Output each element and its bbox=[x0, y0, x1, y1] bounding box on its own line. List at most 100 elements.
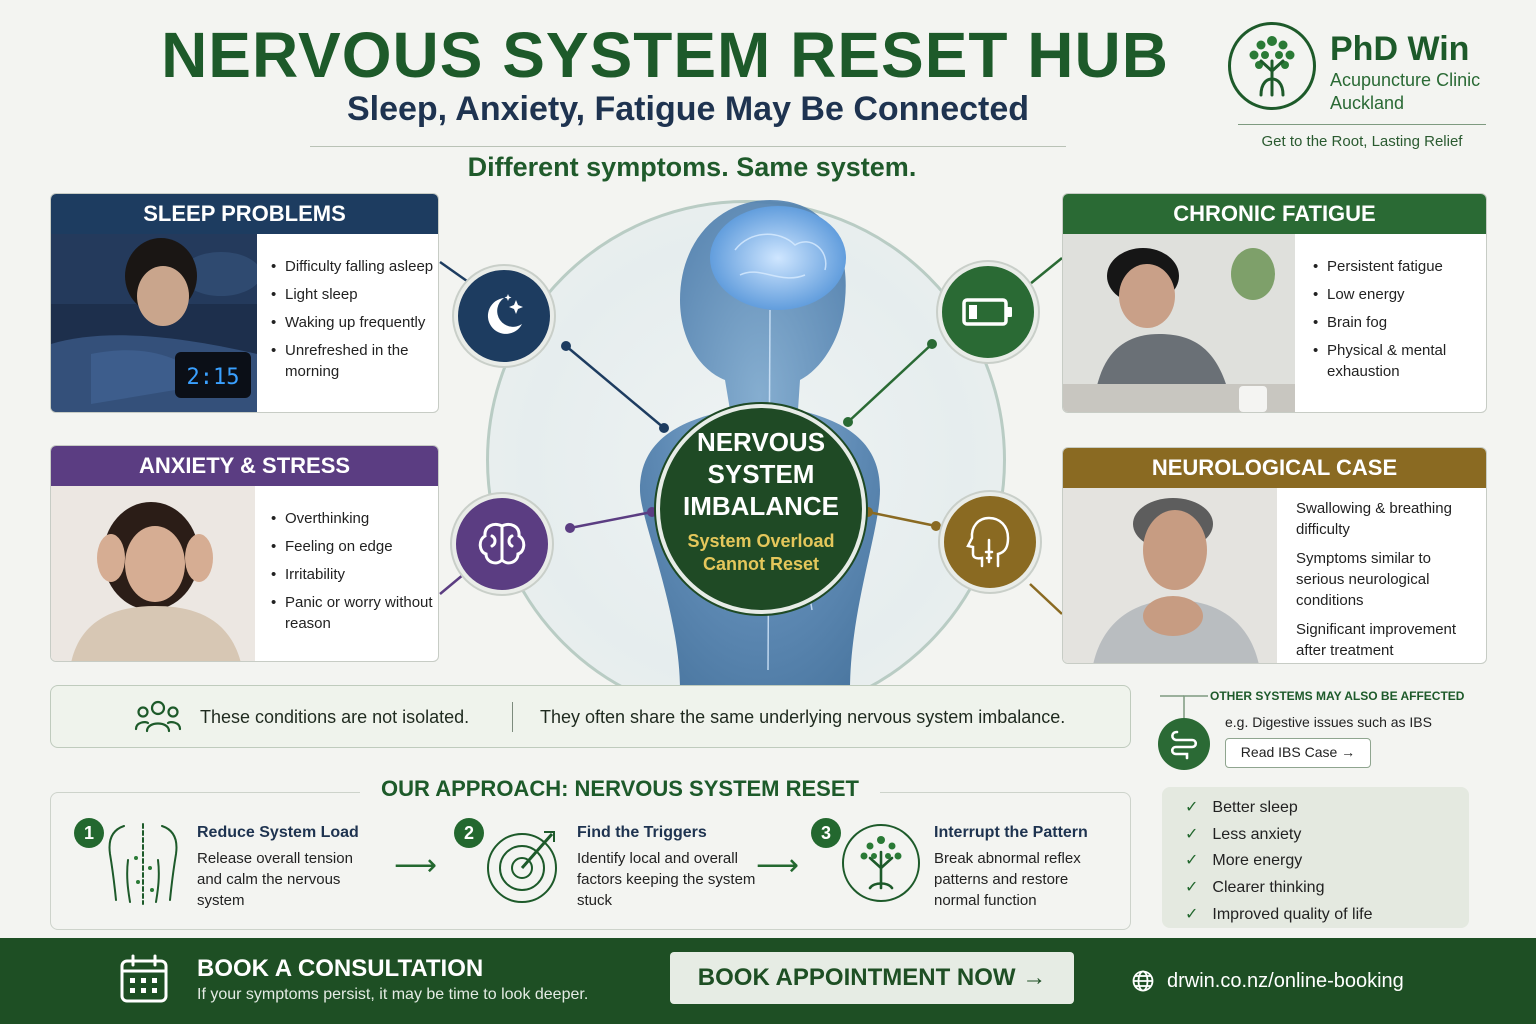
chronic-fatigue-card[interactable]: CHRONIC FATIGUE Persistent fatigue Low e… bbox=[1062, 193, 1487, 413]
clinic-logo[interactable] bbox=[1228, 22, 1316, 110]
fatigue-symptom-list: Persistent fatigue Low energy Brain fog … bbox=[1313, 256, 1483, 389]
stressed-woman-photo bbox=[51, 486, 255, 661]
moon-stars-icon bbox=[487, 294, 523, 334]
hub-subtitle-line: Cannot Reset bbox=[702, 554, 819, 574]
nervous-system-hub: NERVOUS SYSTEM IMBALANCE System Overload… bbox=[656, 404, 866, 614]
hub-title: NERVOUS SYSTEM IMBALANCE bbox=[660, 426, 862, 522]
neuro-node bbox=[940, 492, 1040, 592]
list-item: Light sleep bbox=[271, 284, 436, 305]
list-item: Symptoms similar to serious neurological… bbox=[1296, 550, 1432, 609]
sleeping-woman-photo: 2:15 bbox=[51, 234, 257, 412]
step-title: Interrupt the Pattern bbox=[934, 824, 1088, 841]
man-holding-throat-photo bbox=[1063, 488, 1277, 663]
clinic-name: PhD Win bbox=[1330, 30, 1470, 68]
banner-divider bbox=[512, 702, 513, 732]
card-title: ANXIETY & STRESS bbox=[51, 446, 438, 486]
step-arrow: ⟶ bbox=[394, 849, 438, 882]
book-consultation-title: BOOK A CONSULTATION bbox=[197, 955, 484, 982]
neuro-case-list: Swallowing & breathing difficulty Sympto… bbox=[1296, 498, 1482, 663]
header-divider bbox=[310, 146, 1066, 147]
sleep-node bbox=[454, 266, 554, 366]
hub-subtitle: System Overload Cannot Reset bbox=[660, 530, 862, 576]
benefit-item: ✓Less anxiety bbox=[1185, 824, 1301, 844]
list-item: Feeling on edge bbox=[271, 536, 436, 557]
card-title: SLEEP PROBLEMS bbox=[51, 194, 438, 234]
card-title: NEUROLOGICAL CASE bbox=[1063, 448, 1486, 488]
benefit-item: ✓ Better sleep bbox=[1185, 797, 1298, 817]
hub-title-line: SYSTEM bbox=[707, 459, 815, 489]
fatigue-node bbox=[938, 262, 1038, 362]
list-item: Swallowing & breathing difficulty bbox=[1296, 500, 1452, 538]
brain-icon bbox=[478, 522, 526, 565]
page-title: NERVOUS SYSTEM RESET HUB bbox=[161, 19, 1169, 91]
other-systems-title: OTHER SYSTEMS MAY ALSO BE AFFECTED bbox=[1210, 689, 1465, 703]
list-item: Irritability bbox=[271, 564, 436, 585]
card-title: CHRONIC FATIGUE bbox=[1063, 194, 1486, 234]
step-description: Identify local and overall factors keepi… bbox=[577, 850, 756, 909]
step-arrow: ⟶ bbox=[756, 849, 800, 882]
tree-person-logo-icon bbox=[1249, 36, 1295, 97]
booking-url-link[interactable]: drwin.co.nz/online-booking bbox=[1167, 970, 1404, 992]
sleep-problems-card[interactable]: SLEEP PROBLEMS 2:15 Difficulty falling a… bbox=[50, 193, 439, 413]
check-icon: ✓ bbox=[1185, 852, 1199, 869]
list-item: Unrefreshed in the morning bbox=[271, 340, 436, 382]
step-number: 1 bbox=[74, 818, 104, 848]
read-ibs-case-button[interactable]: Read IBS Case → bbox=[1225, 738, 1371, 768]
list-item: Significant improvement after treatment bbox=[1296, 621, 1457, 659]
benefit-label: Better sleep bbox=[1212, 799, 1298, 816]
sleep-symptom-list: Difficulty falling asleep Light sleep Wa… bbox=[271, 256, 436, 389]
shared-cause-banner bbox=[50, 685, 1131, 748]
anxiety-stress-card[interactable]: ANXIETY & STRESS Overthinking Feeling on… bbox=[50, 445, 439, 662]
approach-section bbox=[50, 792, 1131, 930]
digestive-node bbox=[1158, 718, 1210, 770]
hub-title-line: NERVOUS bbox=[696, 427, 826, 457]
list-item: Waking up frequently bbox=[271, 312, 436, 333]
people-icon bbox=[134, 700, 182, 733]
benefit-item: ✓ More energy bbox=[1185, 850, 1302, 870]
anxiety-node bbox=[452, 494, 552, 594]
check-icon: ✓ bbox=[1185, 879, 1199, 896]
list-item: Physical & mental exhaustion bbox=[1313, 340, 1483, 382]
step-number: 3 bbox=[811, 818, 841, 848]
list-item: Difficulty falling asleep bbox=[271, 256, 436, 277]
logo-divider bbox=[1238, 124, 1486, 125]
anxiety-symptom-list: Overthinking Feeling on edge Irritabilit… bbox=[271, 508, 436, 641]
banner-text-right: They often share the same underlying ner… bbox=[540, 707, 1066, 727]
benefit-item: ✓Improved quality of life bbox=[1185, 904, 1372, 924]
bracket-line bbox=[1160, 695, 1208, 718]
step-description: Release overall tension and calm the ner… bbox=[197, 850, 353, 909]
target-icon bbox=[487, 831, 557, 903]
step-title: Find the Triggers bbox=[577, 824, 707, 841]
benefit-item: ✓ Clearer thinking bbox=[1185, 877, 1324, 897]
hub-subtitle-line: System Overload bbox=[687, 531, 835, 551]
check-icon: ✓ bbox=[1185, 826, 1199, 843]
hub-title-line: IMBALANCE bbox=[683, 491, 839, 521]
book-appointment-button[interactable]: BOOK APPOINTMENT NOW → bbox=[670, 952, 1074, 1004]
tagline: Different symptoms. Same system. bbox=[467, 152, 917, 182]
tired-man-photo bbox=[1063, 234, 1295, 412]
clinic-city: Auckland bbox=[1330, 93, 1405, 113]
list-item: Panic or worry without reason bbox=[271, 592, 436, 634]
benefits-box bbox=[1162, 787, 1469, 928]
list-item: Low energy bbox=[1313, 284, 1483, 305]
step-title: Reduce System Load bbox=[197, 824, 359, 841]
banner-text-left: These conditions are not isolated. bbox=[200, 707, 470, 727]
calendar-icon bbox=[120, 954, 168, 1003]
page-subtitle: Sleep, Anxiety, Fatigue May Be Connected bbox=[346, 90, 1030, 128]
approach-title: OUR APPROACH: NERVOUS SYSTEM RESET bbox=[360, 776, 880, 802]
neurological-case-card[interactable]: NEUROLOGICAL CASE Swallowing & breathing… bbox=[1062, 447, 1487, 664]
book-consultation-subtitle: If your symptoms persist, it may be time… bbox=[197, 986, 589, 1003]
clinic-slogan: Get to the Root, Lasting Relief bbox=[1261, 133, 1463, 150]
check-icon: ✓ bbox=[1185, 799, 1199, 816]
step-description: Break abnormal reflex patterns and resto… bbox=[934, 850, 1081, 909]
intestine-icon bbox=[1170, 730, 1198, 760]
benefit-label: More energy bbox=[1212, 852, 1303, 869]
clock-display: 2:15 bbox=[187, 365, 240, 390]
check-icon: ✓ bbox=[1185, 906, 1199, 923]
benefit-label: Clearer thinking bbox=[1212, 879, 1325, 896]
list-item: Persistent fatigue bbox=[1313, 256, 1483, 277]
step-number: 2 bbox=[454, 818, 484, 848]
list-item: Overthinking bbox=[271, 508, 436, 529]
list-item: Brain fog bbox=[1313, 312, 1483, 333]
